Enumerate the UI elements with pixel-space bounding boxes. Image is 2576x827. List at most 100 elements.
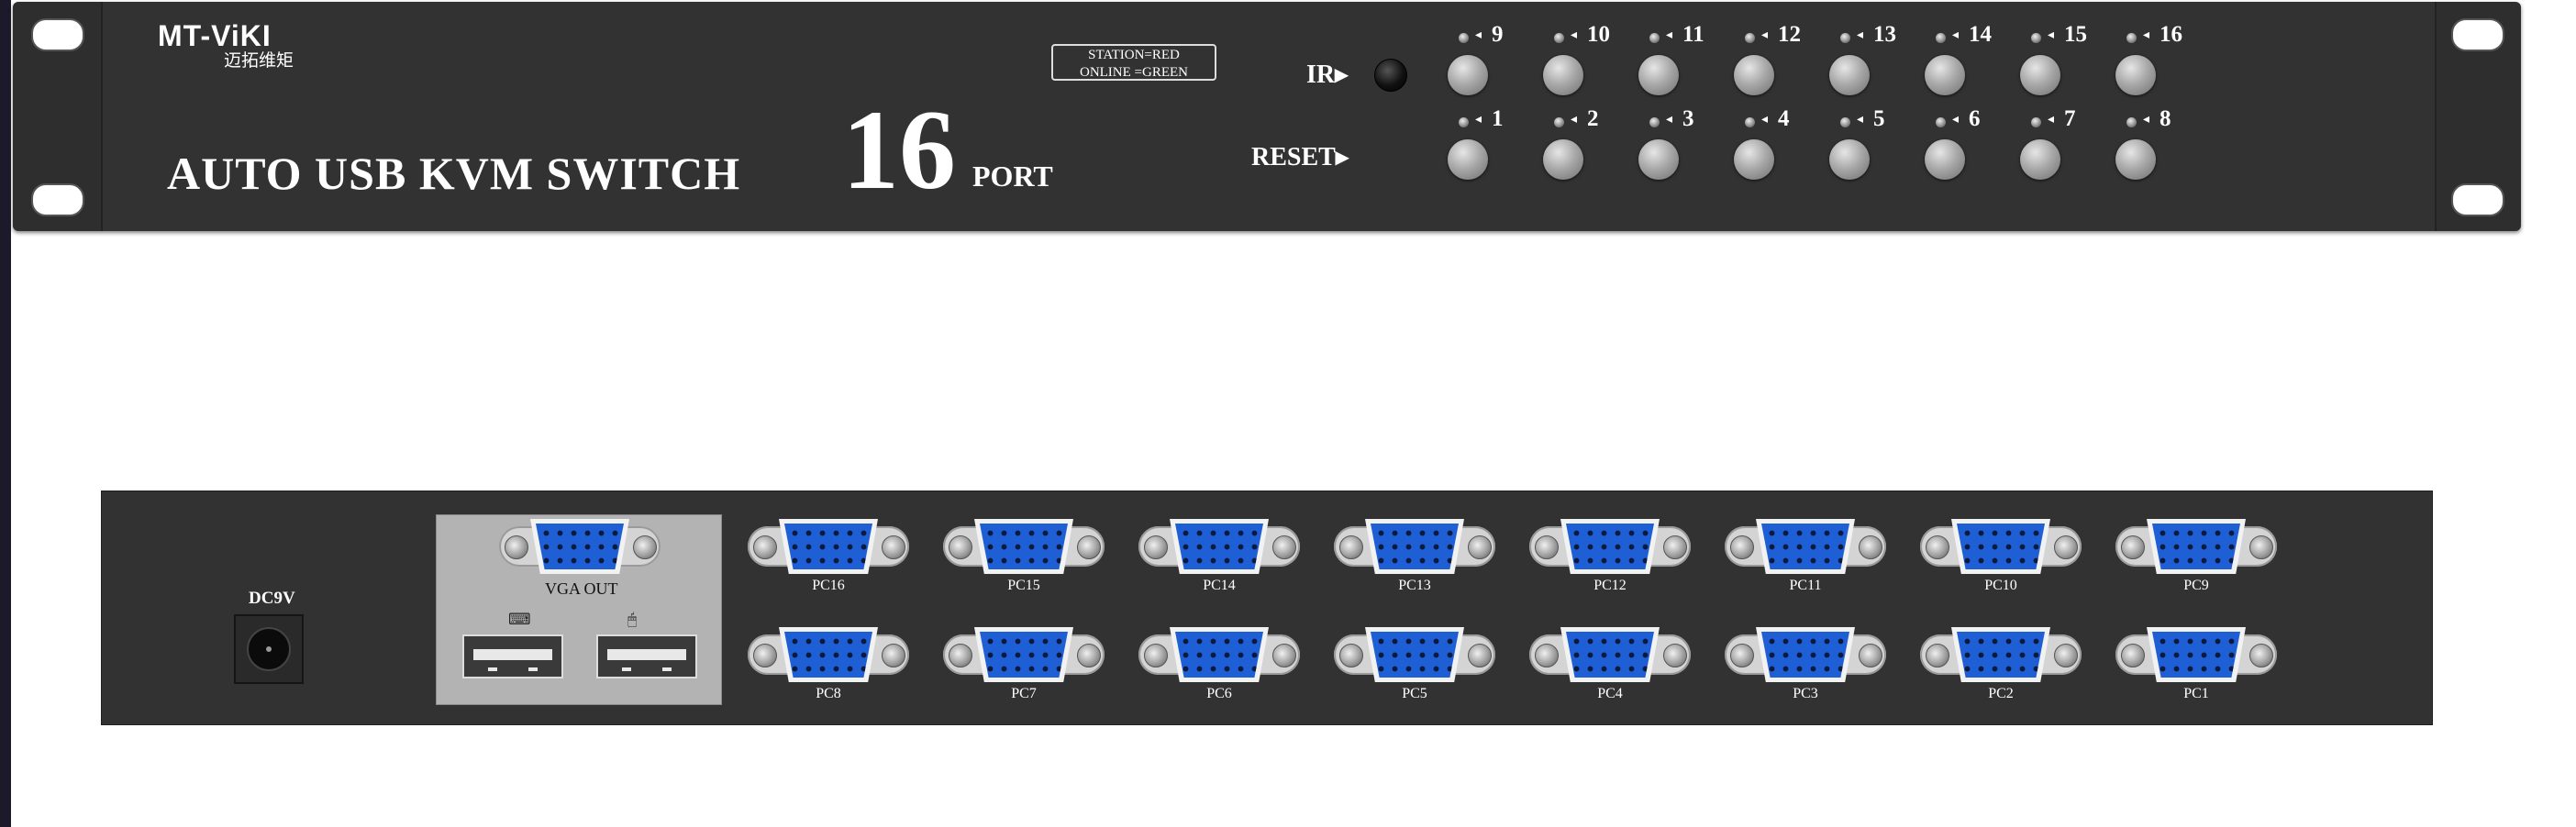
port-select-7: ◂7 bbox=[2020, 106, 2103, 196]
usb-mouse-port[interactable] bbox=[596, 634, 697, 678]
port-select-button[interactable] bbox=[1829, 139, 1870, 180]
port-select-15: ◂15 bbox=[2020, 22, 2103, 112]
port-select-button[interactable] bbox=[1638, 139, 1679, 180]
port-number-label: 6 bbox=[1969, 106, 1981, 131]
brand-logo: MT-ViKI 迈拓维矩 bbox=[158, 20, 294, 70]
port-select-button[interactable] bbox=[1638, 55, 1679, 95]
port-led-icon bbox=[1554, 117, 1564, 127]
port-word: PORT bbox=[972, 160, 1053, 193]
vga-input-connector[interactable] bbox=[1529, 519, 1691, 574]
port-led-icon bbox=[1745, 117, 1755, 127]
brand-name: MT-ViKI bbox=[158, 19, 272, 52]
vga-input-connector[interactable] bbox=[1138, 519, 1300, 574]
legend-online: ONLINE =GREEN bbox=[1079, 65, 1189, 80]
vga-input-connector[interactable] bbox=[1920, 627, 2082, 682]
port-select-8: ◂8 bbox=[2115, 106, 2198, 196]
port-select-button[interactable] bbox=[1925, 55, 1965, 95]
port-number-label: 3 bbox=[1682, 106, 1694, 131]
brand-name-cn: 迈拓维矩 bbox=[224, 50, 294, 71]
port-number-label: 12 bbox=[1778, 22, 1801, 47]
ir-label: IR▸ bbox=[1306, 61, 1349, 89]
port-select-9: ◂9 bbox=[1448, 22, 1530, 112]
front-face bbox=[101, 2, 2437, 231]
port-select-13: ◂ 13 bbox=[1829, 22, 1912, 112]
port-select-button[interactable] bbox=[1543, 139, 1583, 180]
port-number-label: 4 bbox=[1778, 106, 1790, 131]
pc-port-label: PC2 bbox=[1988, 686, 2014, 701]
port-select-1: ◂1 bbox=[1448, 106, 1530, 196]
port-select-button[interactable] bbox=[2020, 55, 2060, 95]
port-number-label: 5 bbox=[1873, 106, 1885, 131]
vga-input-connector[interactable] bbox=[943, 519, 1105, 574]
port-select-10: ◂10 bbox=[1543, 22, 1626, 112]
port-led-icon bbox=[2031, 33, 2041, 43]
port-select-button[interactable] bbox=[1734, 55, 1774, 95]
pc-port-label: PC11 bbox=[1789, 578, 1822, 593]
port-led-icon bbox=[1649, 117, 1660, 127]
reset-label: RESET▸ bbox=[1251, 143, 1349, 171]
port-number-label: 8 bbox=[2160, 106, 2171, 131]
pc-port-label: PC6 bbox=[1206, 686, 1232, 701]
usb-keyboard-port[interactable] bbox=[462, 634, 563, 678]
vga-input-connector[interactable] bbox=[2115, 627, 2277, 682]
rack-ear-slot bbox=[2451, 18, 2504, 51]
pc-port-label: PC3 bbox=[1793, 686, 1818, 701]
vga-out-connector[interactable] bbox=[499, 519, 661, 574]
port-select-4: ◂4 bbox=[1734, 106, 1816, 196]
vga-input-connector[interactable] bbox=[1725, 627, 1886, 682]
vga-input-connector[interactable] bbox=[1334, 627, 1495, 682]
pc-port-label: PC16 bbox=[812, 578, 845, 593]
pc-port-label: PC9 bbox=[2183, 578, 2209, 593]
arrow-left-icon: ◂ bbox=[1475, 112, 1482, 127]
pc-port-label: PC7 bbox=[1011, 686, 1037, 701]
arrow-left-icon: ◂ bbox=[2048, 28, 2055, 42]
port-select-button[interactable] bbox=[1448, 55, 1488, 95]
arrow-left-icon: ◂ bbox=[1571, 28, 1578, 42]
vga-input-connector[interactable] bbox=[2115, 519, 2277, 574]
vga-input-connector[interactable] bbox=[748, 519, 909, 574]
port-select-14: ◂14 bbox=[1925, 22, 2007, 112]
console-port-plate: VGA OUT ⌨ 🖱 bbox=[436, 514, 722, 705]
pc-port-label: PC8 bbox=[816, 686, 841, 701]
port-select-12: ◂12 bbox=[1734, 22, 1816, 112]
vga-input-connector[interactable] bbox=[943, 627, 1105, 682]
port-select-button[interactable] bbox=[1829, 55, 1870, 95]
legend-station: STATION=RED bbox=[1088, 48, 1180, 62]
vga-input-connector[interactable] bbox=[1138, 627, 1300, 682]
port-select-button[interactable] bbox=[1543, 55, 1583, 95]
port-led-icon bbox=[1745, 33, 1755, 43]
rack-ear-slot bbox=[2451, 183, 2504, 216]
port-led-icon bbox=[1554, 33, 1564, 43]
port-number-label: 7 bbox=[2064, 106, 2076, 131]
arrow-left-icon: ◂ bbox=[1475, 28, 1482, 42]
port-led-icon bbox=[2031, 117, 2041, 127]
arrow-left-icon: ◂ bbox=[1761, 112, 1769, 127]
arrow-left-icon: ◂ bbox=[2048, 112, 2055, 127]
port-number-label: 11 bbox=[1682, 22, 1704, 47]
pc-port-label: PC15 bbox=[1007, 578, 1040, 593]
port-select-11: ◂11 bbox=[1638, 22, 1721, 112]
arrow-left-icon: ◂ bbox=[1571, 112, 1578, 127]
port-number-label: 1 bbox=[1492, 106, 1504, 131]
port-select-button[interactable] bbox=[1448, 139, 1488, 180]
arrow-left-icon: ◂ bbox=[2143, 112, 2150, 127]
pc-port-label: PC13 bbox=[1398, 578, 1431, 593]
vga-input-connector[interactable] bbox=[1725, 519, 1886, 574]
vga-input-connector[interactable] bbox=[1334, 519, 1495, 574]
dc-power-jack[interactable] bbox=[234, 614, 304, 684]
port-select-button[interactable] bbox=[2115, 55, 2156, 95]
port-select-button[interactable] bbox=[2115, 139, 2156, 180]
rack-ear-slot bbox=[31, 18, 84, 51]
pc-port-label: PC14 bbox=[1203, 578, 1236, 593]
port-select-button[interactable] bbox=[2020, 139, 2060, 180]
vga-input-connector[interactable] bbox=[1529, 627, 1691, 682]
arrow-left-icon: ◂ bbox=[1857, 28, 1864, 42]
vga-input-connector[interactable] bbox=[748, 627, 909, 682]
port-led-icon bbox=[1459, 33, 1469, 43]
port-select-button[interactable] bbox=[1734, 139, 1774, 180]
port-select-button[interactable] bbox=[1925, 139, 1965, 180]
vga-input-connector[interactable] bbox=[1920, 519, 2082, 574]
port-number-label: 13 bbox=[1873, 22, 1896, 47]
pc-port-label: PC1 bbox=[2183, 686, 2209, 701]
port-led-icon bbox=[2126, 33, 2137, 43]
